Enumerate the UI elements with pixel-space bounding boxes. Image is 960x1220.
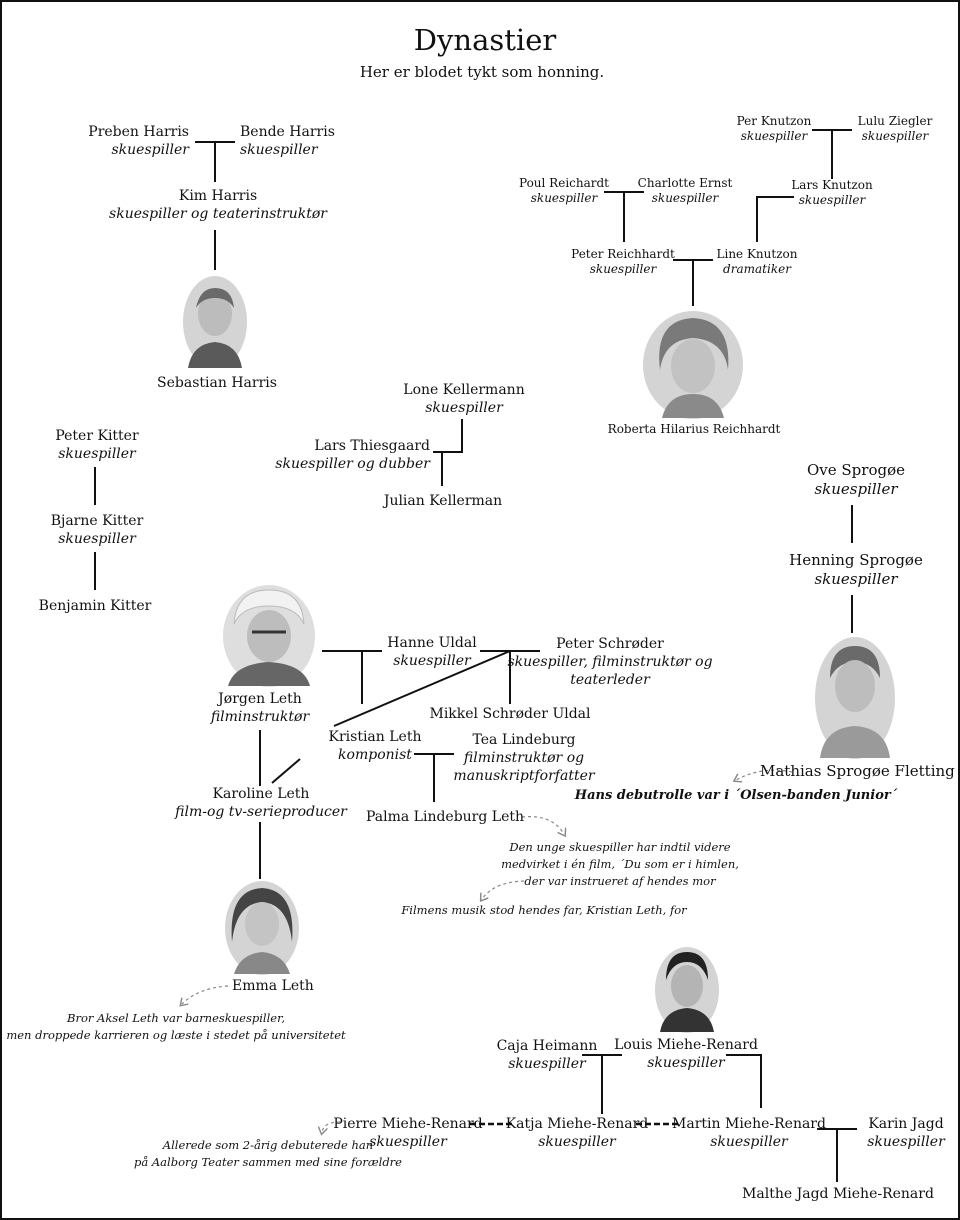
person-mikkel-schroder-uldal: Mikkel Schrøder Uldal [429,706,591,722]
note-palma-music: Filmens musik stod hendes far, Kristian … [401,903,687,917]
portrait-mathias-sprogoe-fletting [815,637,895,759]
person-emma-leth: Emma Leth [232,978,314,994]
person-mathias-sprogoe-fletting: Mathias Sprogøe Fletting [760,762,955,780]
note-mathias: Hans debutrolle var i ´Olsen-banden Juni… [574,788,898,803]
note-emma: Bror Aksel Leth var barneskuespiller,men… [6,1011,346,1042]
person-julian-kellerman: Julian Kellerman [383,493,503,509]
portrait-emma-leth [225,881,299,975]
person-sebastian-harris: Sebastian Harris [157,375,277,391]
person-palma-lindeburg-leth: Palma Lindeburg Leth [365,809,525,825]
person-malthe-jagd-miehe-renard: Malthe Jagd Miehe-Renard [742,1186,934,1202]
diagram-title: Dynastier [413,23,557,57]
portrait-louis-miehe-renard [655,947,719,1033]
person-roberta-hilarius-reichhardt: Roberta Hilarius Reichhardt [607,422,781,436]
portrait-sebastian-harris [183,276,247,368]
person-benjamin-kitter: Benjamin Kitter [38,598,152,614]
portrait-jorgen-leth [223,585,315,687]
portrait-roberta-hilarius-reichhardt [643,311,743,419]
diagram-subtitle: Her er blodet tykt som honning. [359,63,605,81]
